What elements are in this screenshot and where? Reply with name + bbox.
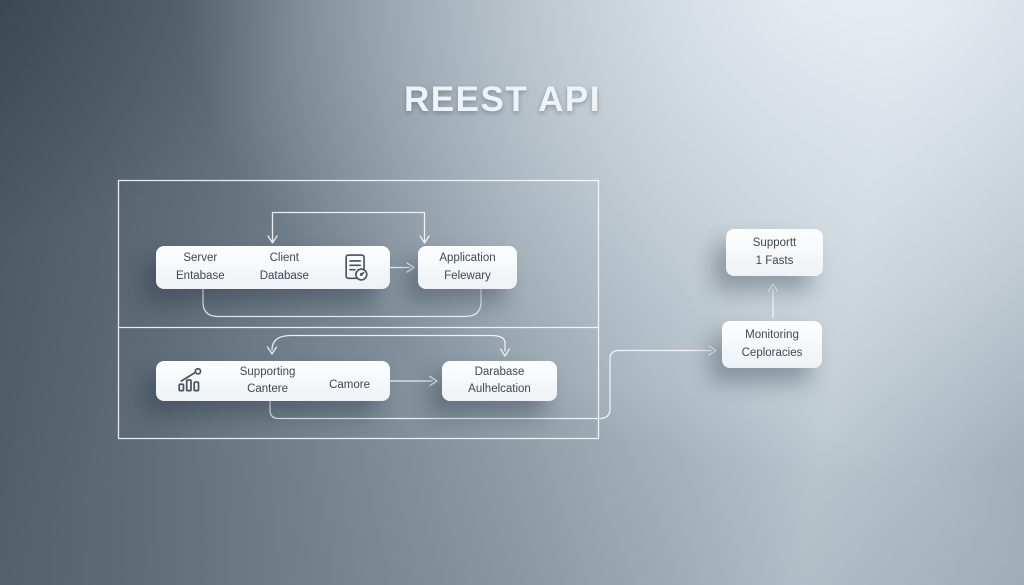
arrowhead-down-icon bbox=[267, 235, 278, 244]
server-entabase-label: Server Entabase bbox=[176, 252, 225, 282]
support-label: Supportt 1 Fasts bbox=[752, 237, 797, 267]
arrowhead-down-icon bbox=[419, 235, 430, 244]
document-clock-icon bbox=[344, 253, 370, 283]
arrowhead-up-icon bbox=[767, 283, 779, 292]
bar-chart-icon bbox=[176, 368, 206, 394]
database-gateway-return-connector bbox=[202, 288, 482, 318]
monitoring-label: Monitoring Ceploracies bbox=[741, 329, 803, 359]
node-supporting: Supporting Cantere Camore bbox=[156, 361, 390, 401]
node-application-gateway: Application Felewary bbox=[418, 246, 517, 289]
database-auth-label: Darabase Aulhelcation bbox=[468, 365, 531, 395]
arrowhead-right-icon bbox=[406, 262, 415, 273]
node-server-client-database: Server Entabase Client Database bbox=[156, 246, 390, 289]
arrowhead-right-icon bbox=[708, 345, 717, 356]
node-monitoring: Monitoring Ceploracies bbox=[722, 321, 822, 368]
supporting-cantere-label: Supporting Cantere bbox=[239, 365, 296, 395]
client-database-label: Client Database bbox=[259, 252, 309, 282]
node-support: Supportt 1 Fasts bbox=[726, 229, 823, 276]
application-gateway-label: Application Felewary bbox=[439, 252, 496, 282]
arrowhead-right-icon bbox=[429, 375, 438, 387]
arrowhead-down-icon bbox=[266, 346, 278, 355]
page-title: REEST API bbox=[404, 80, 601, 119]
camore-label: Camore bbox=[329, 378, 370, 391]
node-database-auth: Darabase Aulhelcation bbox=[442, 361, 557, 401]
bridge-connector bbox=[271, 211, 426, 242]
supporting-auth-top-connector bbox=[271, 334, 506, 352]
arrowhead-down-icon bbox=[499, 348, 511, 357]
